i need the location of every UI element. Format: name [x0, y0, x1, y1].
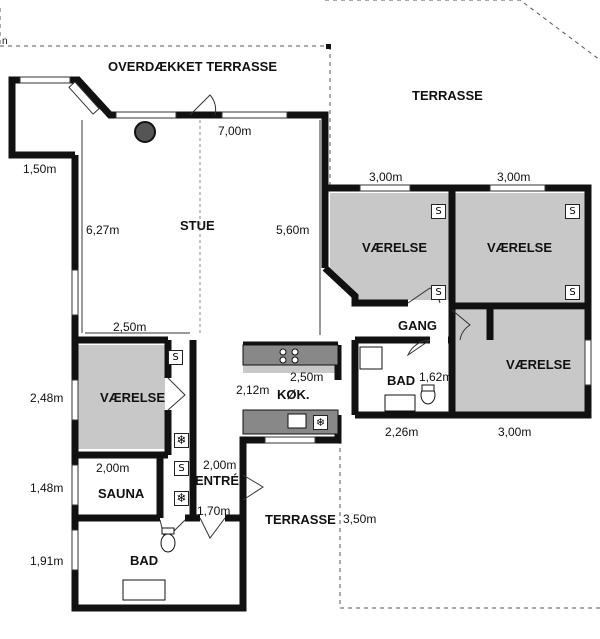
bedroom-3-label: VÆRELSE	[100, 390, 166, 405]
hall-label: GANG	[398, 318, 437, 333]
terrace-top-label: TERRASSE	[412, 88, 483, 103]
dim-terrace-depth: 3,50m	[343, 512, 377, 526]
dim-bath-lower: 2,26m	[385, 425, 419, 439]
dim-west-wing: 1,50m	[23, 162, 57, 176]
dim-living-depth-left: 6,27m	[86, 223, 120, 237]
wardrobe-icon: S	[565, 204, 580, 219]
dim-entry-inner: 1,70m	[197, 504, 231, 518]
bedroom-4-label: VÆRELSE	[506, 357, 572, 372]
windows	[19, 76, 592, 571]
dim-bath-width: 1,62m	[419, 370, 453, 384]
freezer-icon: ❄	[313, 415, 328, 430]
dim-living-width: 7,00m	[218, 124, 252, 138]
freezer-icon: ❄	[174, 433, 189, 448]
kitchen-label: KØK.	[277, 387, 310, 402]
bedroom-1-label: VÆRELSE	[362, 240, 428, 255]
wardrobe-icon: S	[174, 461, 189, 476]
wardrobe-icon: S	[168, 350, 183, 365]
sauna-label: SAUNA	[98, 486, 145, 501]
dim-living-inner: 2,50m	[113, 320, 147, 334]
dim-entry-width: 2,00m	[203, 458, 237, 472]
corner-marker	[326, 44, 331, 49]
living-room-label: STUE	[180, 218, 215, 233]
dim-bath-height: 1,91m	[30, 554, 64, 568]
dim-bedroom-4-width: 3,00m	[498, 425, 532, 439]
bath-2-label: BAD	[130, 553, 159, 568]
bath-1-label: BAD	[387, 373, 416, 388]
terrace-boundary	[0, 0, 600, 609]
corner-marker-label: n	[2, 36, 8, 47]
terrace-bottom-label: TERRASSE	[265, 512, 336, 527]
wardrobe-icon: S	[431, 204, 446, 219]
freezer-icon: ❄	[174, 491, 189, 506]
bedroom-2-label: VÆRELSE	[487, 240, 553, 255]
dim-sauna-width: 2,00m	[96, 461, 130, 475]
dim-bedroom-2-width: 3,00m	[497, 170, 531, 184]
dim-kitchen-width: 2,50m	[290, 370, 324, 384]
wardrobe-icon: S	[431, 285, 446, 300]
wardrobe-icon: S	[565, 285, 580, 300]
dim-living-depth-right: 5,60m	[276, 223, 310, 237]
entry-label: ENTRÉ	[195, 473, 240, 488]
dim-bedroom-1-width: 3,00m	[369, 170, 403, 184]
dim-kitchen-height: 2,12m	[236, 383, 270, 397]
dim-sauna-height: 1,48m	[30, 481, 64, 495]
fixtures	[81, 120, 436, 601]
dim-bedroom-height: 2,48m	[30, 391, 64, 405]
covered-terrace-label: OVERDÆKKET TERRASSE	[108, 59, 278, 74]
